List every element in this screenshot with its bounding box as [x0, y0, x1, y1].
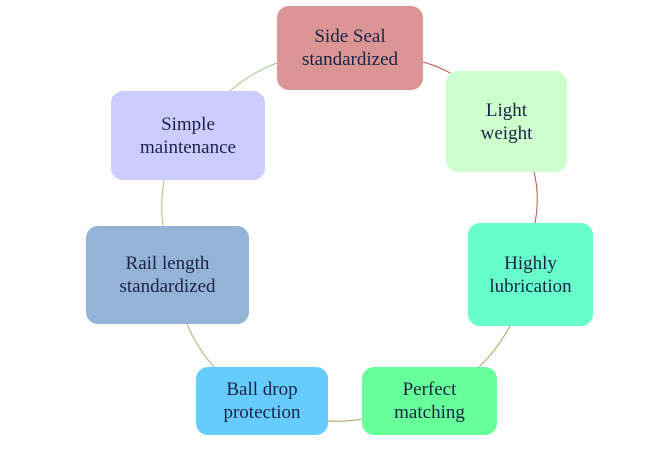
connector-highly-to-perfect	[478, 325, 511, 368]
connector-light-to-highly	[533, 171, 538, 224]
node-label-line1: Simple	[161, 113, 215, 135]
node-label-line1: Side Seal	[314, 26, 386, 47]
node-label-line2: maintenance	[139, 136, 236, 158]
connector-perfect-to-ball	[327, 418, 363, 422]
node-label-line2: matching	[394, 402, 465, 423]
node-label-line2: standardized	[119, 276, 216, 297]
node-light-weight: Light weight	[446, 71, 567, 172]
node-label-line1: Rail length	[125, 253, 210, 274]
node-rail-length-standardized: Rail length standardized	[86, 226, 249, 324]
node-label-line2: lubrication	[489, 275, 572, 297]
node-label-line1: Light	[485, 99, 528, 121]
node-highly-lubrication: Highly lubrication	[468, 223, 593, 326]
node-label-line2: standardized	[301, 49, 398, 70]
node-perfect-matching: Perfect matching	[362, 367, 497, 435]
node-label-line2: weight	[480, 122, 533, 144]
node-simple-maintenance: Simple maintenance	[111, 91, 265, 180]
node-label-line1: Highly	[504, 252, 557, 274]
connector-side-to-light	[422, 61, 453, 75]
node-label-line2: protection	[223, 402, 301, 423]
connector-simple-to-side	[229, 62, 278, 92]
connector-ball-to-rail	[186, 323, 215, 368]
node-ball-drop-protection: Ball drop protection	[196, 367, 328, 435]
node-label-line1: Ball drop	[226, 379, 298, 400]
connector-rail-to-simple	[161, 179, 165, 227]
node-side-seal-standardized: Side Seal standardized	[277, 6, 423, 90]
node-label-line1: Perfect	[402, 379, 457, 400]
